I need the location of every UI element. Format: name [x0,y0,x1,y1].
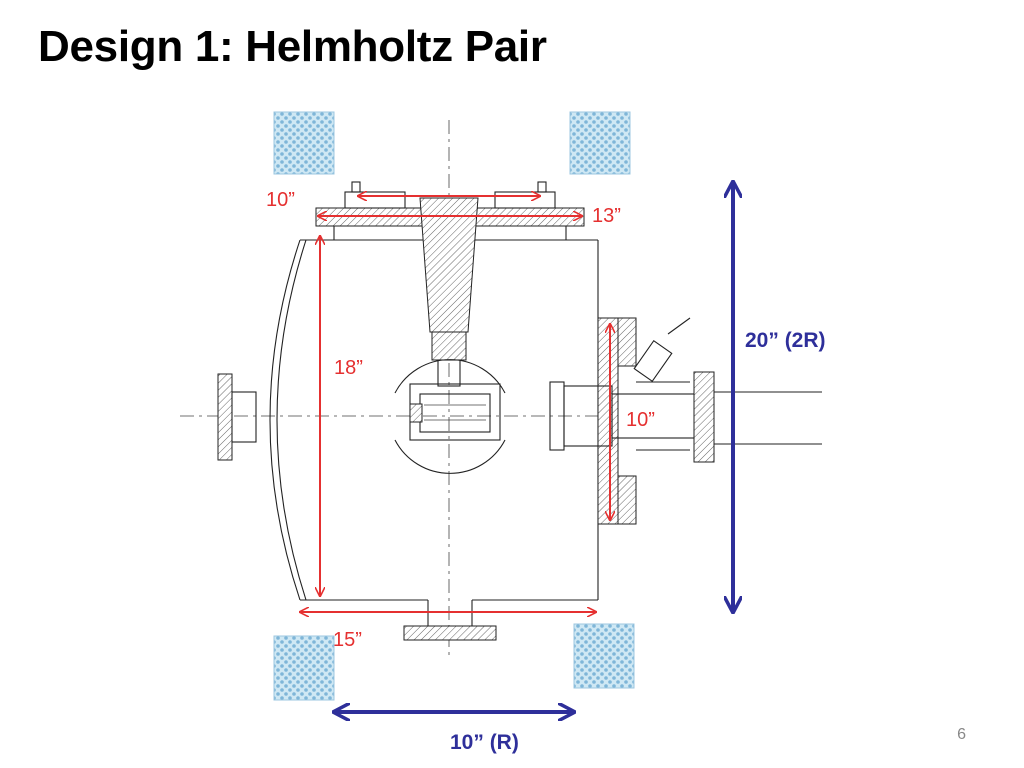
page-number: 6 [957,726,966,743]
label-chamber-height: 18” [334,357,363,379]
label-chamber-width: 15” [333,629,362,651]
coil-top-left [273,111,335,175]
label-port-diameter: 10” [626,409,655,431]
label-top-flange-inner: 10” [266,189,295,211]
coil-bottom-left [273,635,335,701]
coil-top-right [569,111,631,175]
label-top-flange-outer: 13” [592,205,621,227]
label-coil-radius: 10” (R) [450,731,519,754]
slide-title: Design 1: Helmholtz Pair [38,22,547,71]
coil-bottom-right [573,623,635,689]
label-coil-separation: 20” (2R) [745,329,826,352]
